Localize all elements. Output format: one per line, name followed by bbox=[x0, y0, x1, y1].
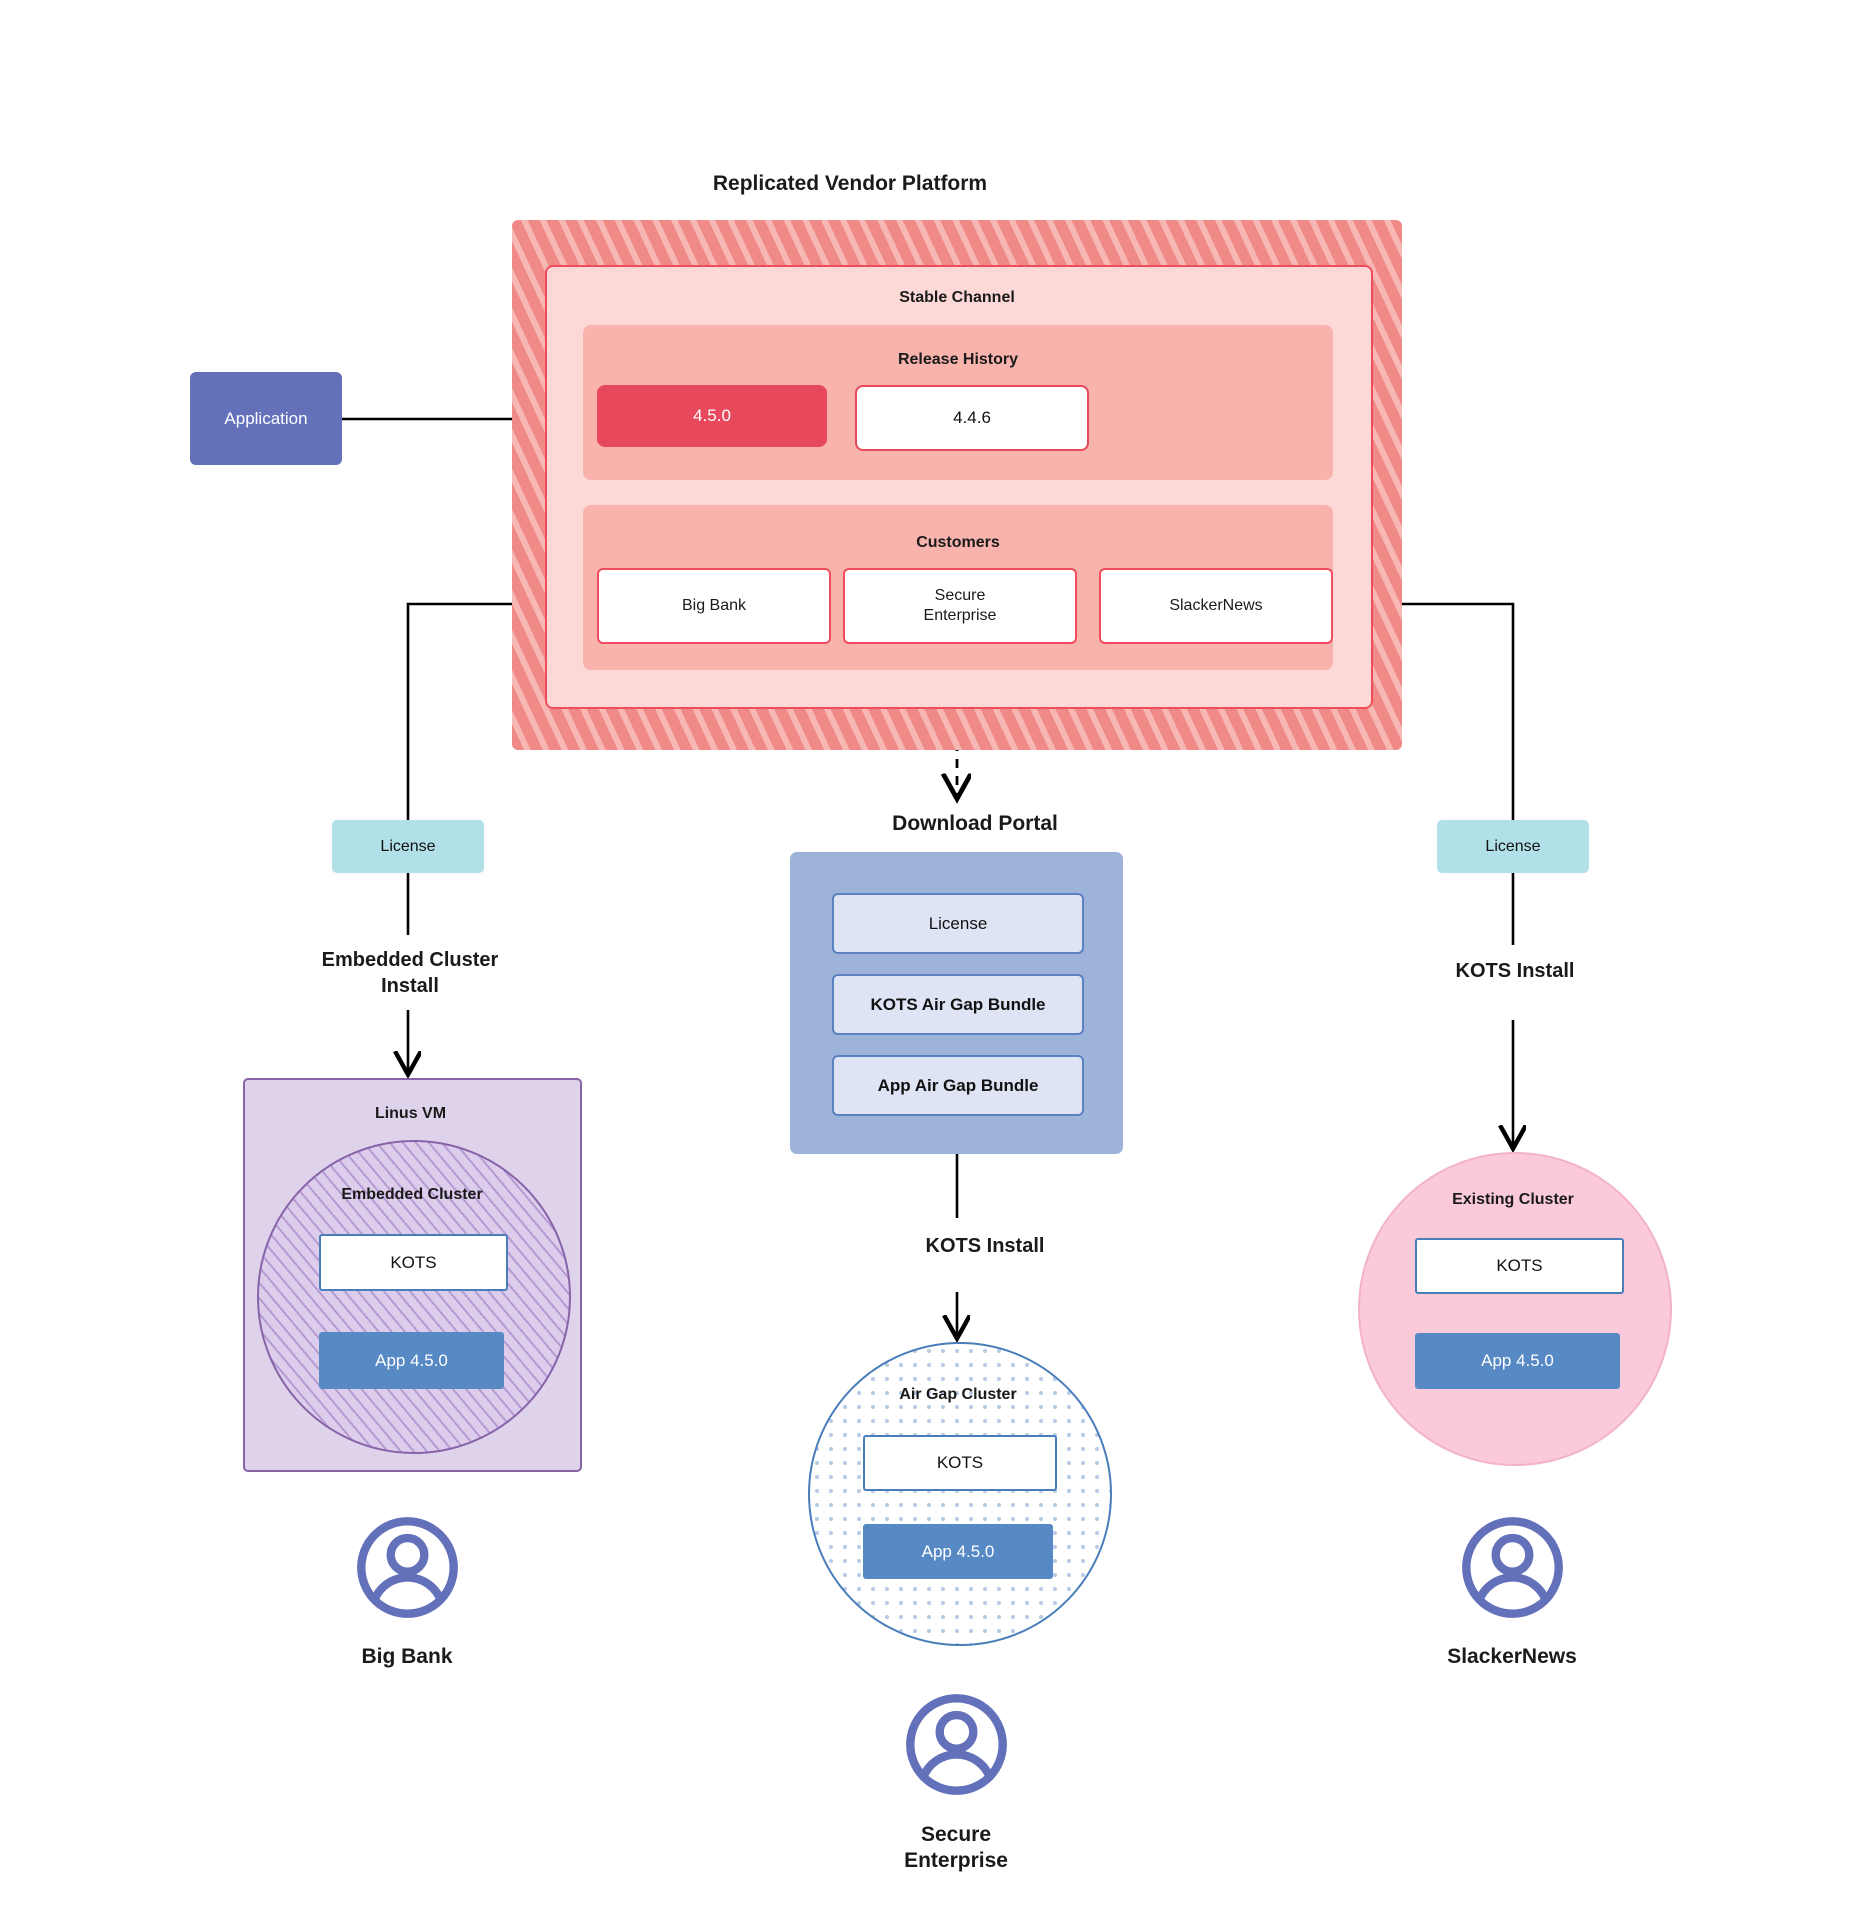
embedded-cluster-title: Embedded Cluster bbox=[341, 1186, 483, 1203]
user-avatar-icon bbox=[357, 1517, 458, 1618]
portal-item-app-air-gap-bundle[interactable]: App Air Gap Bundle bbox=[832, 1055, 1084, 1116]
license-node-left[interactable]: License bbox=[332, 820, 484, 873]
kots-node-right[interactable]: KOTS bbox=[1415, 1238, 1624, 1294]
kots-node-middle[interactable]: KOTS bbox=[863, 1435, 1057, 1491]
persona-label-slackernews: SlackerNews bbox=[1447, 1645, 1577, 1668]
release-chip-current[interactable]: 4.5.0 bbox=[597, 385, 827, 447]
air-gap-cluster-circle bbox=[808, 1342, 1112, 1646]
existing-cluster-title: Existing Cluster bbox=[1452, 1191, 1574, 1208]
install-label-kots-right: KOTS Install bbox=[1455, 960, 1575, 982]
customers-title: Customers bbox=[916, 534, 1000, 551]
kots-node-left[interactable]: KOTS bbox=[319, 1234, 508, 1291]
release-history-title: Release History bbox=[897, 351, 1019, 368]
user-avatar-icon bbox=[1462, 1517, 1563, 1618]
customer-chip-secure-enterprise[interactable]: Secure Enterprise bbox=[843, 568, 1077, 644]
release-chip-previous[interactable]: 4.4.6 bbox=[855, 385, 1089, 451]
portal-item-license[interactable]: License bbox=[832, 893, 1084, 954]
app-node-left[interactable]: App 4.5.0 bbox=[319, 1332, 504, 1389]
linus-vm-title: Linus VM bbox=[374, 1105, 447, 1122]
customer-chip-slackernews[interactable]: SlackerNews bbox=[1099, 568, 1333, 644]
persona-label-secure-enterprise: Secure Enterprise bbox=[904, 1823, 1008, 1873]
customer-chip-big-bank[interactable]: Big Bank bbox=[597, 568, 831, 644]
embedded-cluster-circle bbox=[257, 1140, 571, 1454]
persona-label-big-bank: Big Bank bbox=[361, 1645, 453, 1668]
air-gap-cluster-title: Air Gap Cluster bbox=[899, 1386, 1017, 1403]
application-node[interactable]: Application bbox=[190, 372, 342, 465]
install-label-kots-middle: KOTS Install bbox=[925, 1235, 1045, 1257]
stable-channel-title: Stable Channel bbox=[899, 289, 1015, 306]
app-node-middle[interactable]: App 4.5.0 bbox=[863, 1524, 1053, 1579]
download-portal-title: Download Portal bbox=[892, 812, 1058, 835]
license-node-right[interactable]: License bbox=[1437, 820, 1589, 873]
page-title: Replicated Vendor Platform bbox=[712, 172, 988, 195]
existing-cluster-circle bbox=[1358, 1152, 1672, 1466]
user-avatar-icon bbox=[906, 1694, 1007, 1795]
install-label-embedded-cluster: Embedded Cluster Install bbox=[321, 949, 499, 997]
app-node-right[interactable]: App 4.5.0 bbox=[1415, 1333, 1620, 1389]
portal-item-kots-air-gap-bundle[interactable]: KOTS Air Gap Bundle bbox=[832, 974, 1084, 1035]
